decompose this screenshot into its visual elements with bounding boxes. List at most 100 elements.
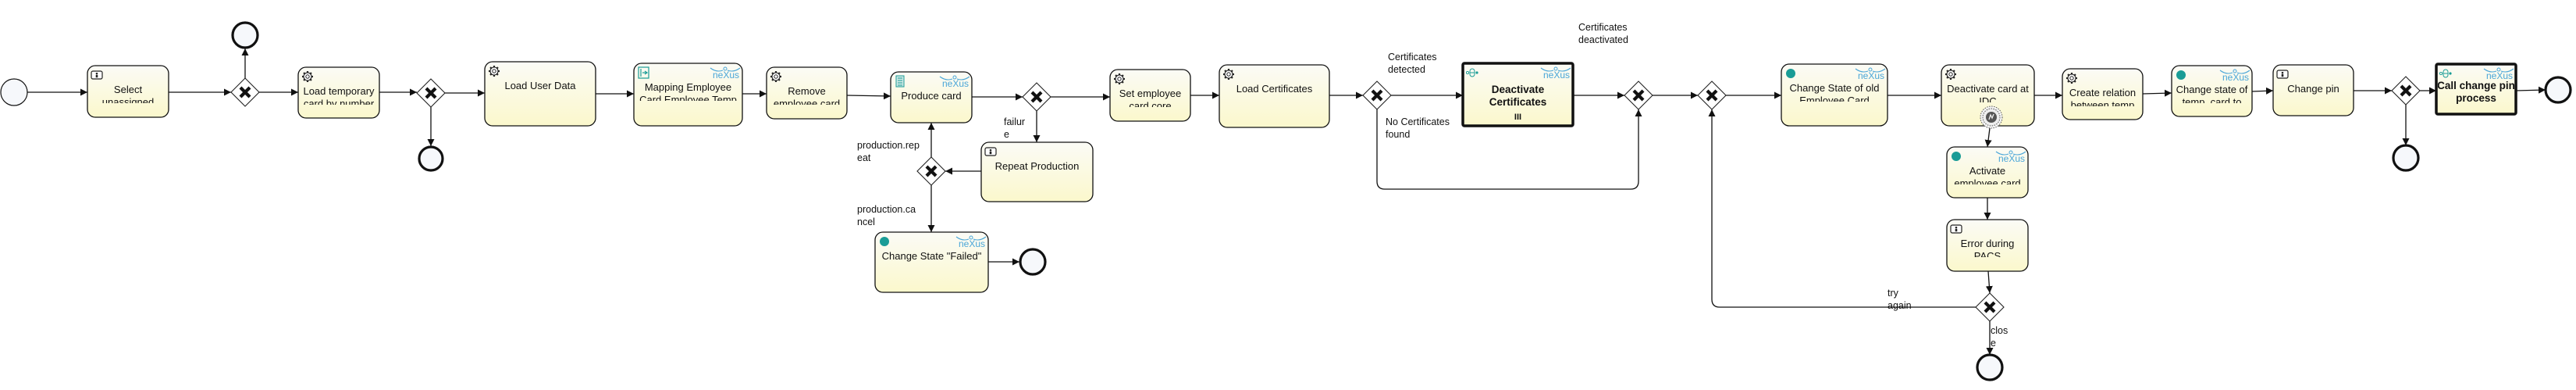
gear-icon (1223, 69, 1234, 80)
task-box[interactable] (1219, 64, 1330, 128)
svg-text:neXus: neXus (959, 238, 985, 249)
flow-label: try (1888, 288, 1899, 299)
nexus-logo-icon: neXus (955, 235, 987, 249)
task-box[interactable] (2062, 68, 2144, 120)
task-label: Produce card (901, 90, 961, 102)
sequence-flow[interactable] (2142, 89, 2172, 97)
task-box[interactable] (484, 61, 596, 127)
task-label: Change State "Failed" (882, 250, 982, 262)
task-label: Create relation (2069, 87, 2136, 98)
flow-label: found (1386, 129, 1410, 140)
exclusive-gateway[interactable] (1975, 292, 2005, 322)
exclusive-gateway[interactable] (1697, 81, 1727, 110)
task-box[interactable] (2272, 64, 2354, 116)
task-box[interactable] (297, 66, 380, 119)
end-event[interactable] (1019, 248, 1047, 276)
sequence-flow[interactable] (1984, 127, 1992, 148)
task-t3[interactable]: Load User Data (484, 61, 596, 127)
task-box[interactable] (2171, 65, 2253, 117)
task-label: Call change pin (2437, 80, 2515, 91)
gear-icon (489, 66, 500, 77)
task-label: Activate (1969, 165, 2005, 177)
gear-icon (770, 71, 781, 82)
start-event[interactable] (0, 78, 28, 106)
task-label: Deactivate card at (1947, 83, 2029, 95)
task-box[interactable] (1946, 146, 2029, 199)
task-label: Remove (788, 85, 825, 97)
flow-label: clos (1991, 325, 2008, 336)
exclusive-gateway[interactable] (916, 156, 946, 186)
task-label: Card Employee Temp (639, 94, 737, 106)
end-event[interactable] (1976, 353, 2004, 381)
task-box[interactable] (1781, 63, 1888, 127)
user-task-icon (1950, 224, 1962, 234)
task-box[interactable] (2435, 63, 2517, 116)
task-t10[interactable]: Load Certificates (1219, 64, 1330, 128)
svg-text:neXus: neXus (942, 78, 969, 89)
task-t18[interactable]: Change pin (2272, 64, 2354, 116)
end-event[interactable] (2392, 144, 2420, 172)
boundary-error-event[interactable] (1980, 106, 2003, 129)
task-box[interactable] (766, 66, 848, 120)
task-label: card by number (304, 98, 375, 109)
call-activity-icon (2439, 69, 2452, 78)
flow-label: Certificates (1578, 22, 1628, 33)
task-t7[interactable]: Repeat Production (980, 141, 1094, 202)
end-event[interactable] (2544, 76, 2572, 104)
task-box[interactable] (1461, 62, 1574, 127)
nexus-logo-icon: neXus (2483, 67, 2514, 81)
exclusive-gateway[interactable] (416, 78, 446, 108)
state-dot-icon (1786, 69, 1795, 78)
exclusive-gateway[interactable] (230, 77, 260, 107)
task-box[interactable] (1109, 69, 1191, 122)
sequence-flow-no-certificates[interactable] (1376, 109, 1642, 190)
flow-label: deactivated (1578, 34, 1628, 45)
task-box[interactable] (890, 71, 973, 123)
task-box[interactable] (1946, 219, 2029, 272)
x-mark-icon (2400, 84, 2412, 97)
flow-labels: failureproduction.repeatproduction.cance… (857, 22, 2008, 349)
task-box[interactable] (874, 231, 989, 293)
exclusive-gateway[interactable] (1022, 82, 1051, 112)
end-event[interactable] (418, 145, 444, 172)
nexus-logo-icon: neXus (1995, 150, 2026, 164)
x-mark-icon (1706, 89, 1718, 102)
sequence-flow[interactable] (846, 92, 891, 100)
svg-text:neXus: neXus (1543, 70, 1570, 81)
exclusive-gateway[interactable] (2391, 76, 2421, 106)
nexus-logo-icon: neXus (939, 75, 970, 89)
svg-text:neXus: neXus (1998, 153, 2025, 164)
svg-text:neXus: neXus (1858, 70, 1884, 81)
end-event[interactable] (231, 21, 259, 49)
x-mark-icon (925, 165, 938, 177)
task-box[interactable] (980, 141, 1094, 202)
task-box[interactable] (633, 63, 743, 127)
exclusive-gateway[interactable] (1624, 81, 1653, 110)
state-dot-icon (880, 237, 889, 246)
sequence-flow[interactable] (2515, 86, 2546, 94)
exclusive-gateway[interactable] (1362, 81, 1392, 110)
svg-text:neXus: neXus (2222, 72, 2249, 83)
sequence-flow-try-again[interactable] (1708, 109, 1976, 308)
x-mark-icon (1371, 89, 1383, 102)
task-box[interactable] (87, 65, 169, 118)
x-mark-icon (239, 86, 251, 98)
sequence-flow[interactable] (1985, 270, 1993, 294)
task-label: Set employee (1119, 88, 1182, 99)
flow-label: No Certificates (1386, 116, 1450, 127)
